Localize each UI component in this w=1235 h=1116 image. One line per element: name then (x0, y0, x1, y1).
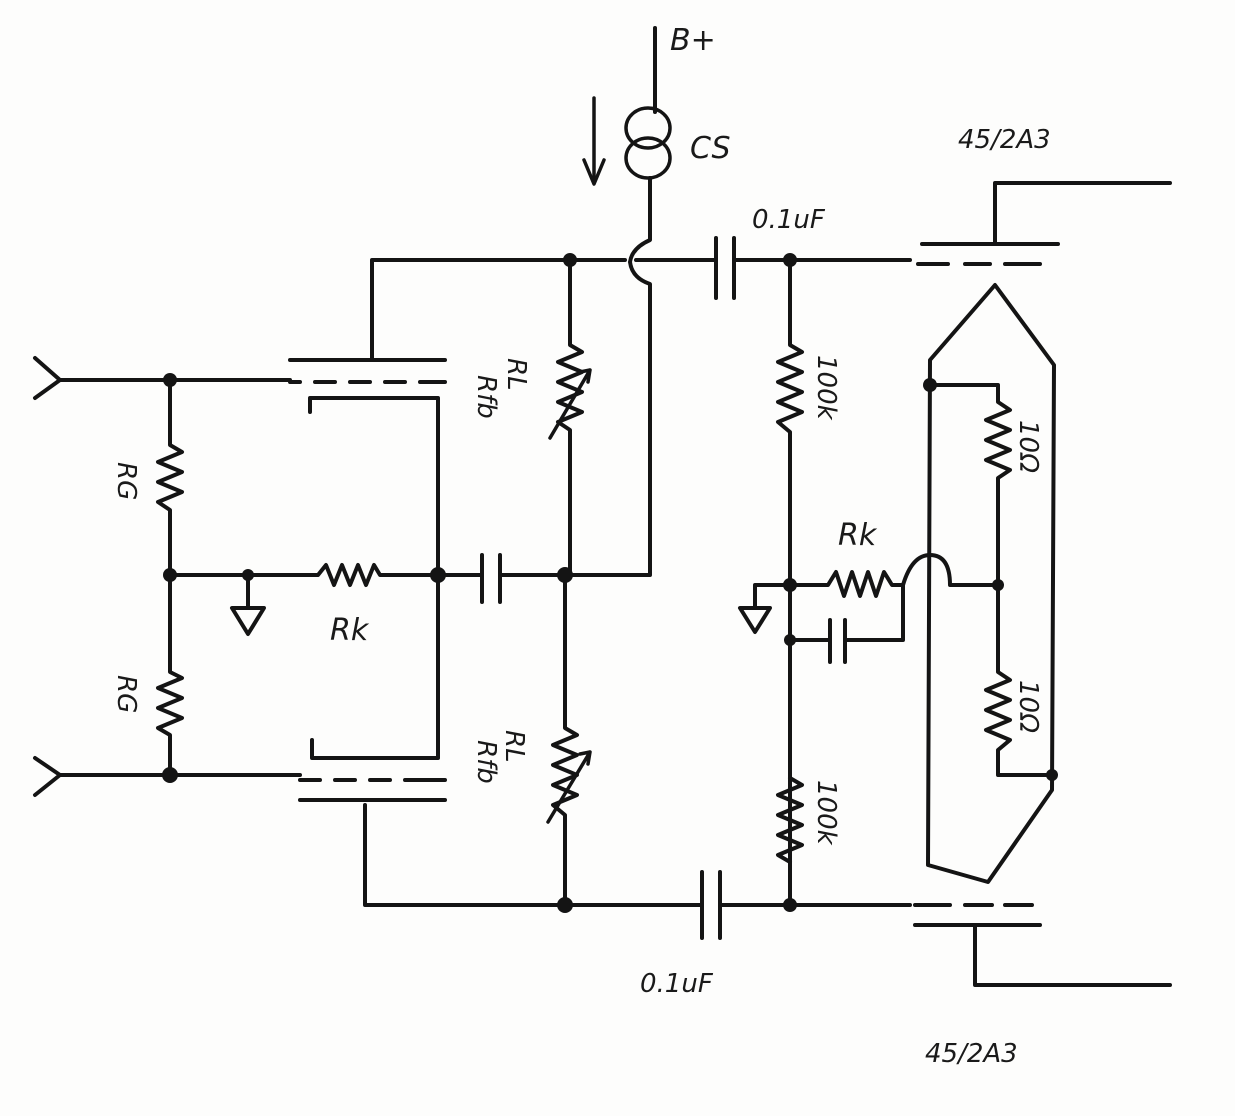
label-rl-bottom: RL (499, 730, 529, 763)
label-rfb-bottom: Rfb (471, 740, 501, 784)
resistor-rl-rfb-bottom (546, 573, 592, 907)
label-rfb-top: Rfb (471, 375, 501, 419)
output-tube-bottom (913, 903, 1172, 987)
label-10ohm-top: 10Ω (1013, 420, 1043, 473)
label-output-tube-bottom: 45/2A3 (925, 1039, 1018, 1069)
cathode-line-left (168, 563, 567, 587)
resistor-100k-bottom (776, 776, 804, 864)
label-supply: B+ (670, 23, 716, 58)
label-rk-right: Rk (838, 518, 878, 553)
label-10ohm-bottom: 10Ω (1013, 680, 1043, 733)
ground-symbol-right (738, 583, 792, 634)
input-terminal-bottom (33, 756, 302, 797)
input-terminal-top (33, 356, 292, 400)
label-current-source: CS (690, 131, 731, 166)
resistor-rg-bottom (156, 573, 184, 777)
coupling-capacitor-bottom (700, 870, 722, 940)
label-cap-top: 0.1uF (752, 205, 826, 235)
label-rk-left: Rk (330, 613, 370, 648)
junction-dots (162, 253, 1058, 913)
label-output-tube-top: 45/2A3 (958, 125, 1051, 155)
resistor-10ohm-bottom (984, 583, 1054, 777)
label-100k-top: 100k (811, 355, 841, 421)
current-source-symbol (568, 106, 672, 577)
crossover-to-center (901, 553, 1000, 587)
label-cap-bottom: 0.1uF (640, 969, 714, 999)
ground-symbol-left (230, 573, 266, 636)
filament-loop (926, 283, 1056, 884)
label-rg-bottom: RG (111, 675, 141, 713)
bypass-capacitor-left (480, 553, 502, 604)
coupling-capacitor-top (714, 236, 736, 300)
resistor-rl-rfb-top (548, 258, 592, 577)
input-tube-bottom (298, 573, 447, 802)
bypass-capacitor-right (788, 618, 847, 664)
bottom-rail (363, 803, 912, 907)
current-arrow-icon (582, 96, 606, 186)
output-tube-top (916, 181, 1172, 266)
label-rl-top: RL (501, 358, 531, 391)
resistor-rg-top (156, 378, 184, 577)
top-rail (370, 258, 912, 362)
label-100k-bottom: 100k (811, 780, 841, 846)
resistor-100k-top (776, 258, 804, 907)
input-tube-top (288, 358, 447, 577)
resistor-10ohm-top (926, 383, 1012, 587)
label-rg-top: RG (111, 462, 141, 500)
